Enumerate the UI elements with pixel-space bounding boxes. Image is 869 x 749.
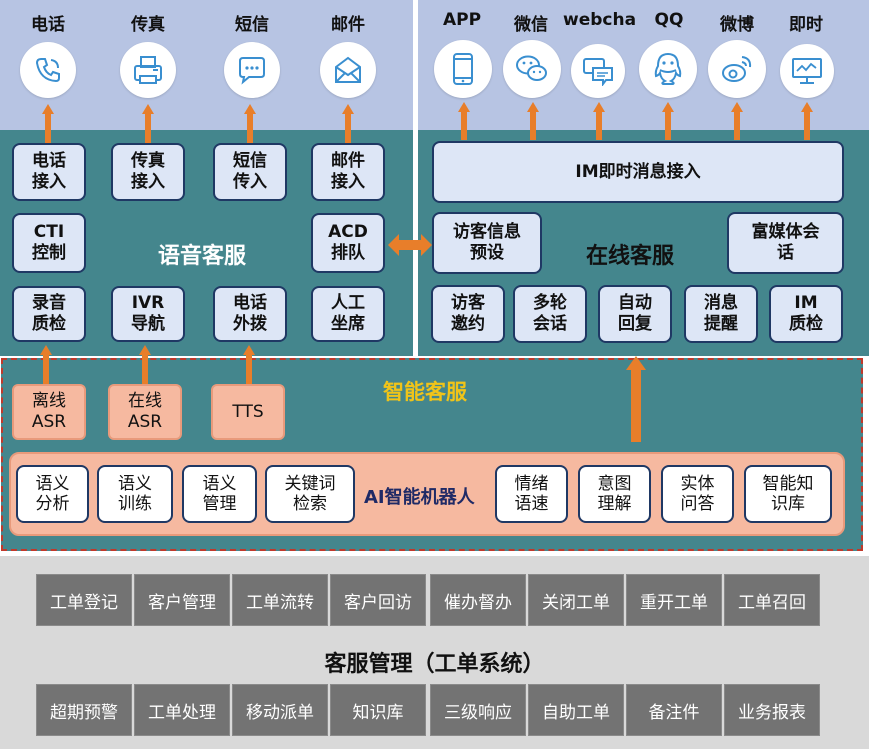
- email-icon: [320, 42, 376, 98]
- multi-turn-session: 多轮 会话: [513, 285, 587, 343]
- channel-label-webchat: webcha: [563, 10, 637, 30]
- channel-label-wechat: 微信: [514, 15, 548, 35]
- robot-to-online-arrow-icon: [626, 356, 646, 442]
- im-access: IM即时消息接入: [432, 141, 844, 203]
- acd-queue: ACD 排队: [311, 213, 385, 273]
- arrow-up-icon: [42, 104, 54, 144]
- tts: TTS: [211, 384, 285, 440]
- arrow-up-icon: [139, 345, 151, 385]
- intent-understanding: 意图 理解: [578, 465, 651, 523]
- arrow-up-icon: [40, 345, 52, 385]
- entity-qa: 实体 问答: [661, 465, 734, 523]
- overdue-warning: 超期预警: [36, 684, 132, 736]
- fax-icon: [120, 42, 176, 98]
- channel-label-app: APP: [442, 10, 482, 30]
- arrow-up-icon: [527, 102, 539, 140]
- mobile-dispatch: 移动派单: [232, 684, 328, 736]
- ticket-register: 工单登记: [36, 574, 132, 626]
- three-level-response: 三级响应: [430, 684, 526, 736]
- channel-label-im: 即时: [789, 15, 823, 35]
- business-report: 业务报表: [724, 684, 820, 736]
- emotion-speed: 情绪 语速: [495, 465, 568, 523]
- self-service-ticket: 自助工单: [528, 684, 624, 736]
- notes: 备注件: [626, 684, 722, 736]
- arrow-up-icon: [593, 102, 605, 140]
- keyword-search: 关键词 检索: [265, 465, 355, 523]
- bidirectional-arrow-icon: [388, 234, 432, 256]
- rich-media-session: 富媒体会 话: [727, 212, 844, 274]
- wechat-icon: [503, 40, 561, 98]
- customer-management: 客户管理: [134, 574, 230, 626]
- knowledge-base: 知识库: [330, 684, 426, 736]
- voice-service-title: 语音客服: [158, 244, 247, 269]
- sms-icon: [224, 42, 280, 98]
- visitor-info-preset: 访客信息 预设: [432, 212, 542, 274]
- outbound-call: 电话 外拨: [213, 286, 287, 342]
- channel-label-phone: 电话: [31, 15, 65, 35]
- webchat-icon: [571, 44, 625, 98]
- ivr-navigation: IVR 导航: [111, 286, 185, 342]
- arrow-up-icon: [662, 102, 674, 140]
- smart-knowledge-base: 智能知 识库: [744, 465, 832, 523]
- channel-label-email: 邮件: [331, 15, 365, 35]
- qq-icon: [639, 40, 697, 98]
- semantic-training: 语义 训练: [97, 465, 173, 523]
- arrow-up-icon: [458, 102, 470, 140]
- arrow-up-icon: [142, 104, 154, 144]
- voice-access-fax: 传真 接入: [111, 143, 185, 201]
- management-title: 客服管理（工单系统）: [324, 652, 545, 677]
- voice-access-sms: 短信 传入: [213, 143, 287, 201]
- smart-service-title: 智能客服: [383, 380, 467, 404]
- human-agent: 人工 坐席: [311, 286, 385, 342]
- arrow-up-icon: [342, 104, 354, 144]
- im-qc: IM 质检: [769, 285, 843, 343]
- ai-robot-title: AI智能机器人: [364, 487, 475, 508]
- arrow-up-icon: [243, 345, 255, 385]
- weibo-icon: [708, 40, 766, 98]
- cti-control: CTI 控制: [12, 213, 86, 273]
- channel-label-weibo: 微博: [720, 15, 754, 35]
- close-ticket: 关闭工单: [528, 574, 624, 626]
- arrow-up-icon: [801, 102, 813, 140]
- ticket-processing: 工单处理: [134, 684, 230, 736]
- phone-icon: [20, 42, 76, 98]
- message-reminder: 消息 提醒: [684, 285, 758, 343]
- urge-supervise: 催办督办: [430, 574, 526, 626]
- visitor-invite: 访客 邀约: [431, 285, 505, 343]
- recording-qc: 录音 质检: [12, 286, 86, 342]
- voice-access-email: 邮件 接入: [311, 143, 385, 201]
- recall-ticket: 工单召回: [724, 574, 820, 626]
- semantic-management: 语义 管理: [182, 465, 257, 523]
- voice-access-phone: 电话 接入: [12, 143, 86, 201]
- monitor-icon: [780, 44, 834, 98]
- mobile-app-icon: [434, 40, 492, 98]
- customer-followup: 客户回访: [330, 574, 426, 626]
- offline-asr: 离线 ASR: [12, 384, 86, 440]
- arrow-up-icon: [731, 102, 743, 140]
- channel-label-fax: 传真: [131, 15, 165, 35]
- semantic-analysis: 语义 分析: [16, 465, 89, 523]
- ticket-flow: 工单流转: [232, 574, 328, 626]
- arrow-up-icon: [244, 104, 256, 144]
- online-asr: 在线 ASR: [108, 384, 182, 440]
- online-service-title: 在线客服: [586, 244, 675, 269]
- channel-label-sms: 短信: [235, 15, 269, 35]
- reopen-ticket: 重开工单: [626, 574, 722, 626]
- channel-label-qq: QQ: [654, 10, 684, 30]
- auto-reply: 自动 回复: [598, 285, 672, 343]
